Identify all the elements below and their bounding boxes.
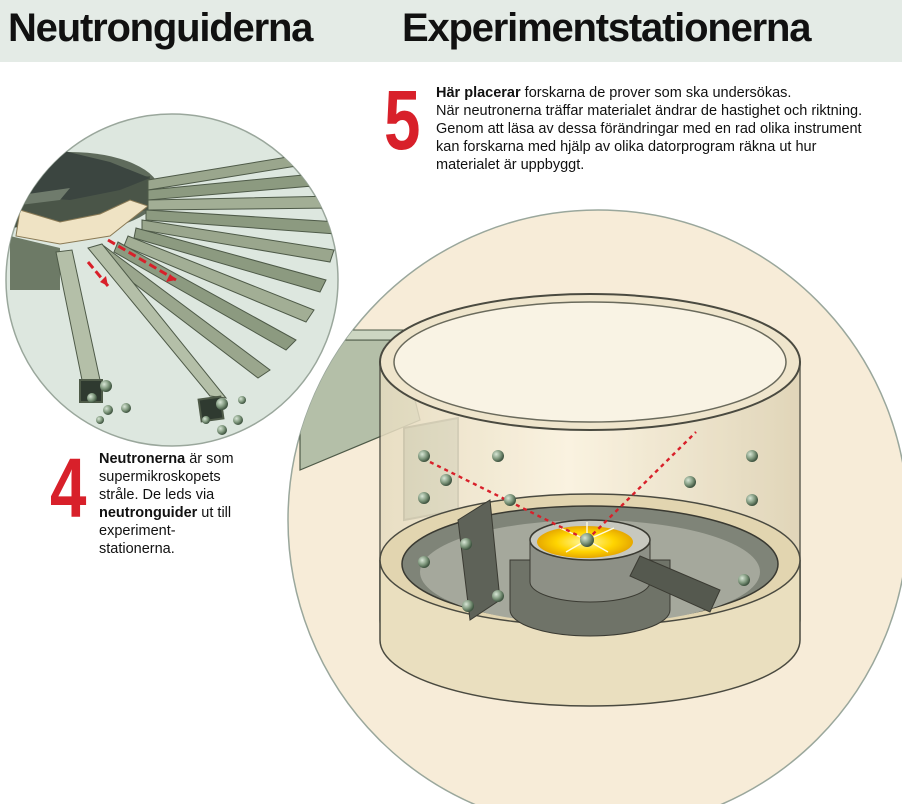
step-5-line3: Genom att läsa av dessa förändringar med…	[436, 121, 862, 173]
step-4-text1: är som supermikroskopets stråle. De leds…	[99, 451, 234, 503]
guide-fan	[55, 149, 338, 423]
station-detail-circle	[287, 209, 902, 804]
step-5-lead: Här placerar	[436, 85, 521, 101]
step-4-bold2: neutronguider	[99, 505, 198, 521]
step-4-bold1: Neutronerna	[99, 451, 186, 467]
neutron-particles-right	[418, 450, 758, 612]
step-4-text2: ut till experiment-stationerna.	[99, 505, 232, 557]
step-5-line2: När neutronerna träffar materialet ändra…	[436, 103, 863, 119]
step-5-caption: Här placerar forskarna de prover som ska…	[436, 84, 876, 174]
step-4-caption: Neutronerna är som supermikroskopets str…	[99, 450, 249, 558]
step-number-5: 5	[384, 73, 420, 167]
heading-experimentstationerna: Experimentstationerna	[402, 6, 811, 50]
header-band	[0, 0, 902, 62]
guide-detail-circle	[5, 113, 339, 447]
neutron-particles-left	[87, 380, 246, 435]
heading-neutronguiderna: Neutronguiderna	[8, 6, 313, 50]
step-number-4: 4	[50, 441, 86, 535]
scatter-beams	[429, 431, 697, 542]
step-5-line1: forskarna de prover som ska undersökas.	[520, 85, 792, 101]
